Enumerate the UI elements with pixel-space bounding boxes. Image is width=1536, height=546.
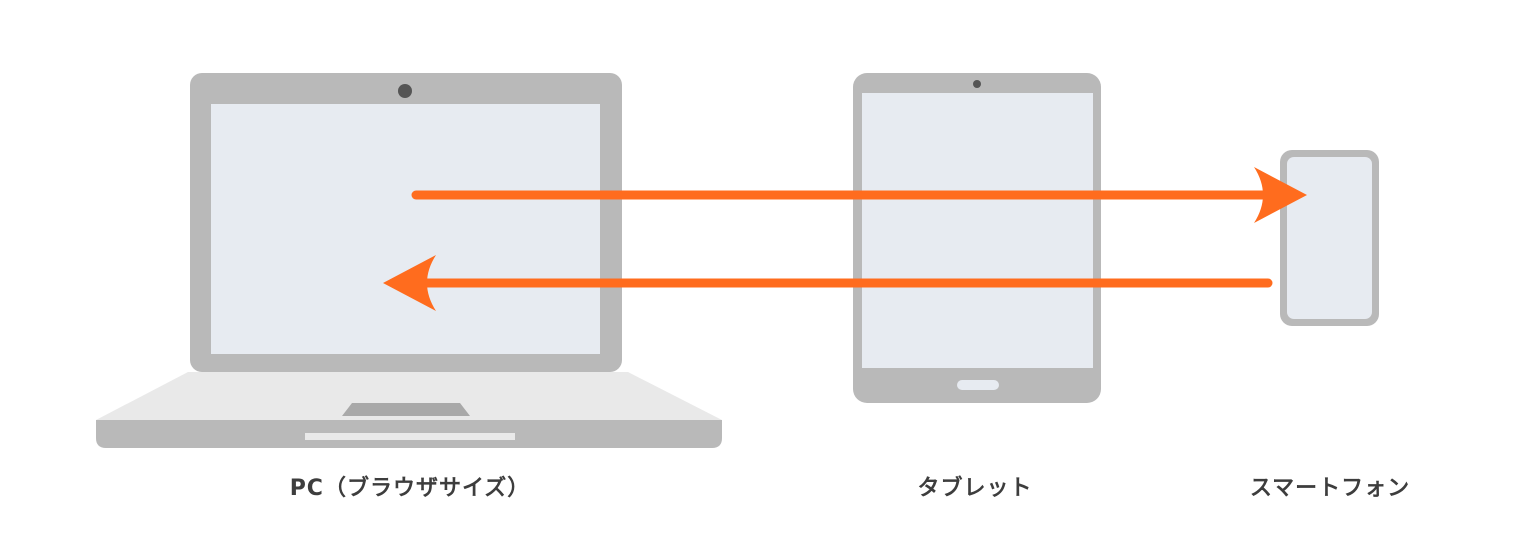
laptop-base-slot (305, 433, 515, 440)
laptop-camera (398, 84, 412, 98)
tablet-screen (862, 93, 1093, 368)
tablet-home-button (957, 380, 999, 390)
tablet-label: タブレット (917, 476, 1033, 501)
laptop-keyboard-deck (96, 372, 722, 420)
smartphone-screen (1287, 157, 1372, 319)
laptop-trackpad (342, 403, 470, 416)
tablet-icon (853, 73, 1101, 403)
smartphone-label: スマートフォン (1249, 476, 1411, 501)
arrow-right-head (1254, 167, 1307, 223)
smartphone-icon (1280, 150, 1379, 326)
arrow-left-icon (383, 255, 1273, 311)
arrow-right-icon (411, 167, 1307, 223)
arrow-left-head (383, 255, 436, 311)
pc-label: PC（ブラウザサイズ） (289, 476, 531, 501)
laptop-icon (96, 73, 722, 448)
laptop-screen (211, 104, 600, 354)
tablet-camera (973, 80, 981, 88)
